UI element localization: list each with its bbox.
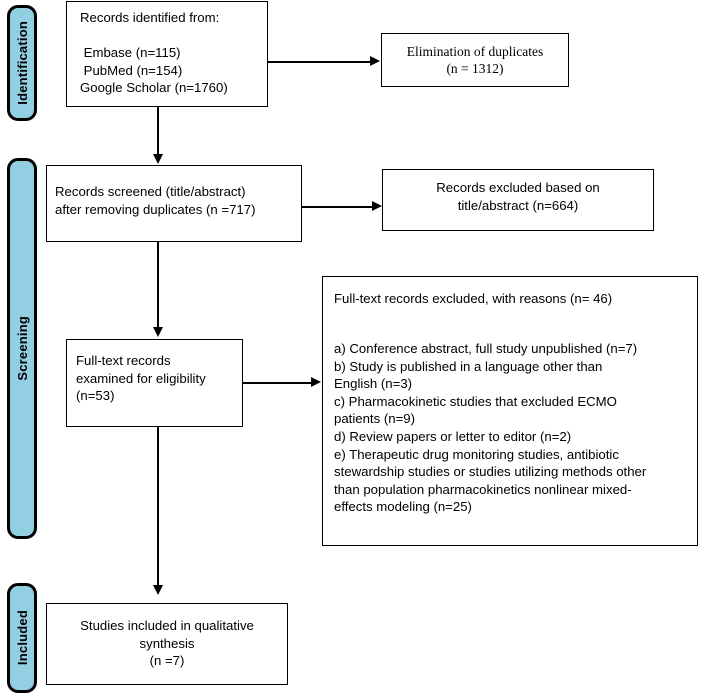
connector-screened-to-excluded [302, 206, 374, 208]
full-text-excluded-heading: Full-text records excluded, with reasons… [334, 291, 613, 306]
stage-label-included: Included [14, 610, 30, 666]
studies-included-box [46, 603, 288, 685]
arrowhead-to-excluded-reasons [311, 377, 321, 387]
connector-identified-to-duplicates [268, 61, 372, 63]
arrowhead-to-screened [152, 154, 163, 164]
arrowhead-to-duplicates [370, 56, 380, 66]
arrowhead-to-excluded [372, 201, 382, 211]
stage-bar-screening: Screening [7, 158, 37, 539]
records-screened-box [46, 165, 302, 242]
records-identified-text: Records identified from: Embase (n=115) … [80, 10, 228, 96]
connector-fulltext-to-excluded-reasons [243, 382, 313, 384]
elimination-of-duplicates-text: Elimination of duplicates (n = 1312) [406, 44, 544, 76]
records-excluded-box [382, 169, 654, 231]
records-identified-box [66, 1, 268, 107]
elimination-of-duplicates-box [381, 33, 569, 87]
full-text-examined-text: Full-text records examined for eligibili… [76, 353, 206, 404]
records-screened-text: Records screened (title/abstract) after … [55, 184, 256, 217]
studies-included-text: Studies included in qualitative synthesi… [80, 618, 254, 669]
stage-bar-identification: Identification [7, 5, 37, 121]
stage-label-screening: Screening [14, 316, 30, 381]
connector-fulltext-to-included [157, 427, 159, 587]
full-text-examined-box [66, 339, 243, 427]
records-excluded-text: Records excluded based on title/abstract… [436, 180, 600, 213]
stage-bar-included: Included [7, 583, 37, 693]
connector-identified-to-screened [157, 107, 159, 157]
stage-label-identification: Identification [14, 21, 30, 105]
arrowhead-to-fulltext [152, 327, 163, 337]
full-text-excluded-reasons: a) Conference abstract, full study unpub… [334, 341, 647, 515]
arrowhead-to-included [152, 585, 163, 595]
connector-screened-to-fulltext [157, 242, 159, 330]
full-text-excluded-box [322, 276, 698, 546]
